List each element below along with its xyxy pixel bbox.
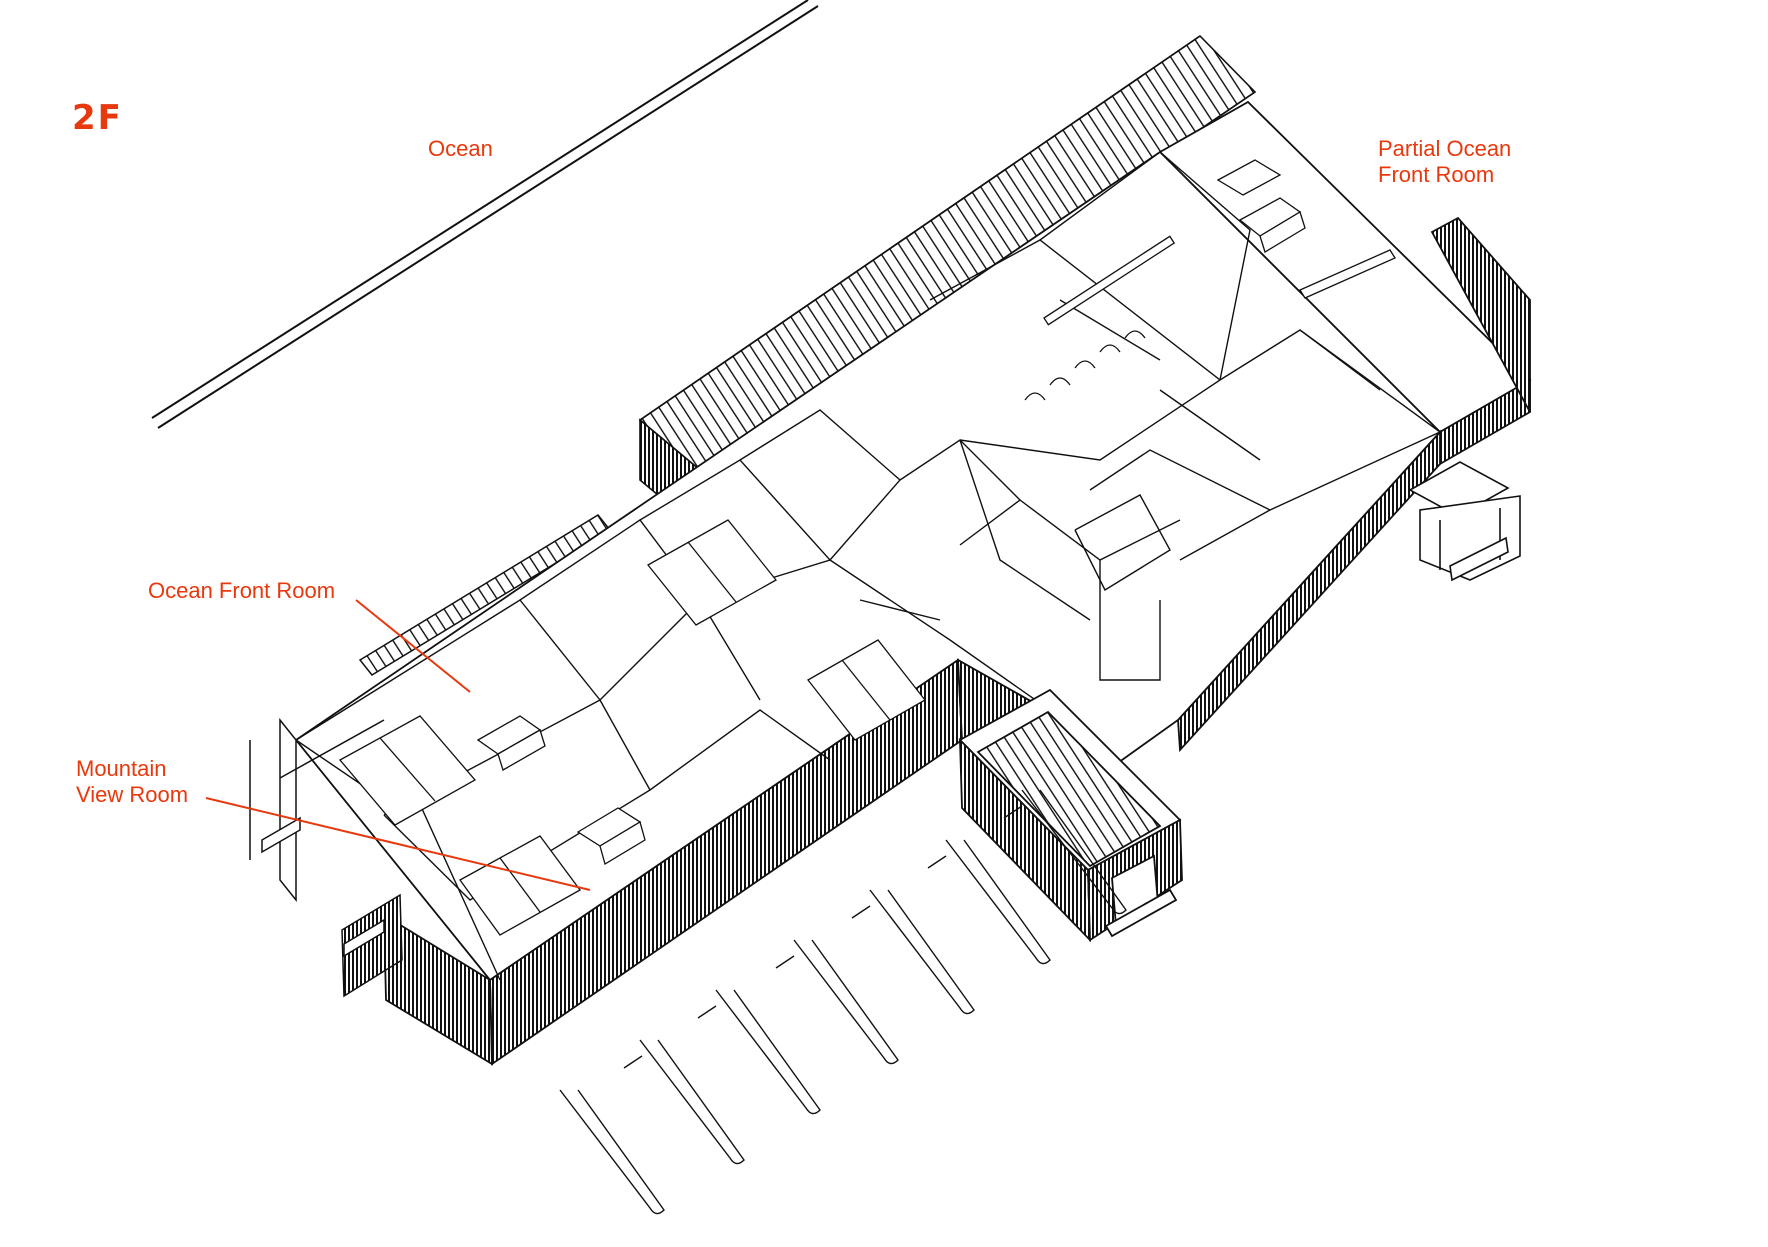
label-ocean: Ocean [428,136,493,161]
parking-stalls [559,789,1127,1215]
leader-lines [205,599,591,891]
entrance-stair [958,688,1183,943]
furniture [338,159,1396,936]
label-ocean-front-room: Ocean Front Room [148,578,336,603]
west-elevation [249,717,403,998]
label-mountain-view-room: Mountain View Room [76,756,189,807]
label-partial-ocean-front-room: Partial Ocean Front Room [1378,136,1512,187]
shoreline [151,0,819,429]
floor-label: 2F [72,98,123,138]
side-entrance [1408,461,1521,582]
